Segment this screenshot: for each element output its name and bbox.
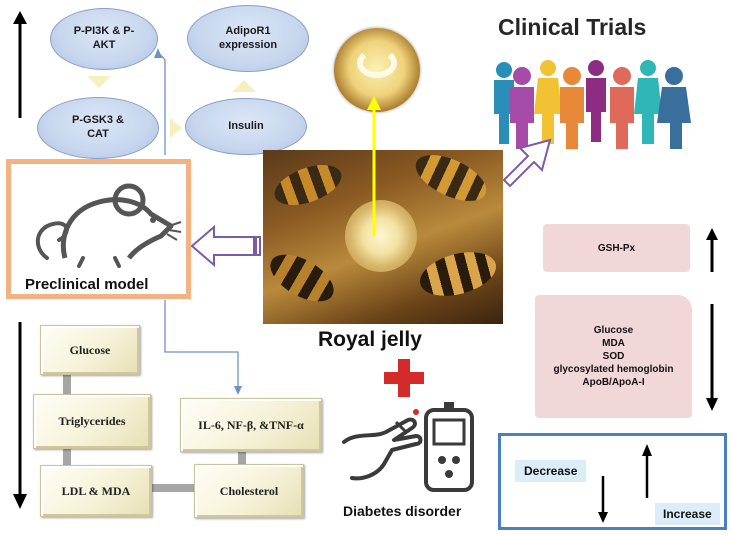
bee-shape	[263, 244, 342, 312]
marker-ldl-mda-label: LDL & MDA	[61, 483, 131, 498]
legend-increase-label: Increase	[655, 503, 720, 525]
bee-shape	[269, 157, 347, 213]
marker-ldl-mda: LDL & MDA	[40, 465, 152, 517]
marker-connector	[150, 484, 196, 492]
increase-marker-label: GSH-Px	[597, 242, 636, 254]
person-icon	[494, 62, 514, 144]
connector-down-triangle	[87, 76, 111, 88]
royal-jelly-bees-photo	[263, 150, 503, 324]
decrease-marker-item: ApoB/ApoA-I	[582, 377, 645, 388]
clinical-trials-title: Clinical Trials	[498, 14, 647, 40]
marker-connector	[63, 372, 71, 396]
bee-shape	[408, 150, 494, 211]
person-icon	[510, 67, 534, 149]
marker-inflammation-label: IL-6, NF-β, &TNF-α	[198, 417, 304, 432]
node-pi3k-akt: P-PI3K & P-AKT	[50, 8, 158, 70]
increase-marker-box: GSH-Px	[543, 224, 690, 272]
glucometer-icon	[342, 402, 474, 492]
node-adipor1-label: AdipoR1 expression	[218, 24, 278, 51]
marker-triglycerides-label: Triglycerides	[58, 414, 126, 428]
legend-decrease-label: Decrease	[515, 460, 587, 482]
marker-cholesterol-label: Cholesterol	[219, 483, 279, 498]
connector-up-triangle	[232, 80, 256, 92]
bee-shape	[415, 244, 501, 304]
connector-right-triangle	[170, 118, 182, 138]
preclinical-model-label: Preclinical model	[25, 276, 149, 293]
node-adipor1: AdipoR1 expression	[187, 5, 309, 72]
right-up-arrow	[706, 228, 718, 272]
legend-up-arrow	[642, 444, 652, 498]
royal-cell	[345, 200, 417, 272]
larva-shape	[357, 48, 397, 78]
decrease-marker-item: glycosylated hemoglobin	[553, 364, 674, 375]
person-icon	[657, 67, 691, 149]
node-insulin: Insulin	[185, 98, 307, 155]
royal-jelly-label: Royal jelly	[318, 328, 422, 351]
marker-cholesterol: Cholesterol	[194, 464, 304, 518]
yellow-pointer-arrow	[367, 96, 381, 236]
marker-glucose-label: Glucose	[69, 342, 111, 357]
to-clinical-arrow	[502, 138, 552, 188]
marker-glucose: Glucose	[40, 325, 140, 375]
node-insulin-label: Insulin	[228, 119, 264, 132]
decrease-markers-box: Glucose MDA SOD glycosylated hemoglobin …	[535, 295, 692, 418]
person-icon	[634, 60, 662, 144]
right-down-arrow	[706, 304, 718, 411]
plus-icon	[384, 359, 424, 397]
decrease-marker-item: Glucose	[593, 325, 634, 336]
left-up-arrow	[13, 11, 27, 118]
preclinical-model-box: Preclinical model	[6, 159, 191, 299]
person-icon	[586, 60, 606, 142]
marker-inflammation: IL-6, NF-β, &TNF-α	[180, 398, 322, 452]
legend-box: Decrease Increase	[498, 433, 727, 530]
diabetes-disorder-label: Diabetes disorder	[343, 503, 462, 519]
marker-connector	[238, 450, 246, 470]
royal-jelly-cup-photo	[334, 28, 420, 112]
left-down-arrow	[13, 322, 27, 509]
node-pi3k-akt-label: P-PI3K & P-AKT	[73, 25, 135, 51]
legend-down-arrow	[598, 476, 608, 523]
person-icon	[610, 67, 634, 149]
person-icon	[534, 60, 562, 144]
person-icon	[560, 67, 584, 149]
decrease-marker-item: SOD	[602, 351, 625, 362]
marker-connector	[63, 446, 71, 466]
people-group-icon	[494, 60, 691, 149]
mouse-icon	[36, 183, 182, 268]
decrease-markers-list: Glucose MDA SOD glycosylated hemoglobin …	[553, 324, 673, 389]
decrease-marker-item: MDA	[602, 338, 625, 349]
node-gsk3-cat-label: P-GSK3 & CAT	[72, 114, 124, 140]
node-gsk3-cat: P-GSK3 & CAT	[37, 97, 159, 159]
marker-triglycerides: Triglycerides	[33, 394, 151, 449]
to-preclinical-arrow	[190, 224, 261, 268]
